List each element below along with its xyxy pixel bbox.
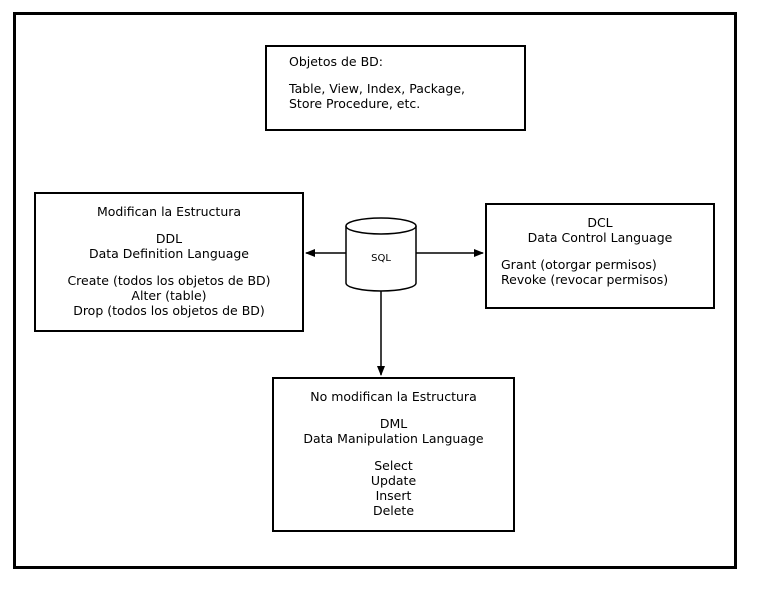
db-objects-line-2: Store Procedure, etc. <box>289 96 421 111</box>
ddl-header: Modifican la Estructura <box>96 204 242 219</box>
ddl-command-alter: Alter (table) <box>131 288 207 303</box>
db-objects-title: Objetos de BD: <box>289 54 383 69</box>
database-cylinder-icon <box>345 217 417 292</box>
dcl-command-grant: Grant (otorgar permisos) <box>501 257 657 272</box>
dcl-full-name: Data Control Language <box>527 230 673 245</box>
dml-command-select: Select <box>374 458 413 473</box>
dcl-box: DCL Data Control Language Grant (otorgar… <box>485 203 715 309</box>
dml-full-name: Data Manipulation Language <box>303 431 484 446</box>
ddl-command-create: Create (todos los objetos de BD) <box>67 273 271 288</box>
database-label: SQL <box>371 253 391 264</box>
ddl-full-name: Data Definition Language <box>88 246 249 261</box>
dml-header: No modifican la Estructura <box>310 389 477 404</box>
ddl-box: Modifican la Estructura DDL Data Definit… <box>34 192 304 332</box>
db-objects-box: Objetos de BD: Table, View, Index, Packa… <box>265 45 526 131</box>
dcl-command-revoke: Revoke (revocar permisos) <box>501 272 669 287</box>
dcl-acronym: DCL <box>587 215 613 230</box>
dml-command-delete: Delete <box>372 503 415 518</box>
db-objects-line-1: Table, View, Index, Package, <box>289 81 466 96</box>
dml-command-update: Update <box>370 473 417 488</box>
ddl-command-drop: Drop (todos los objetos de BD) <box>73 303 265 318</box>
dml-box: No modifican la Estructura DML Data Mani… <box>272 377 515 532</box>
dml-acronym: DML <box>379 416 408 431</box>
ddl-acronym: DDL <box>155 231 183 246</box>
dml-command-insert: Insert <box>375 488 412 503</box>
